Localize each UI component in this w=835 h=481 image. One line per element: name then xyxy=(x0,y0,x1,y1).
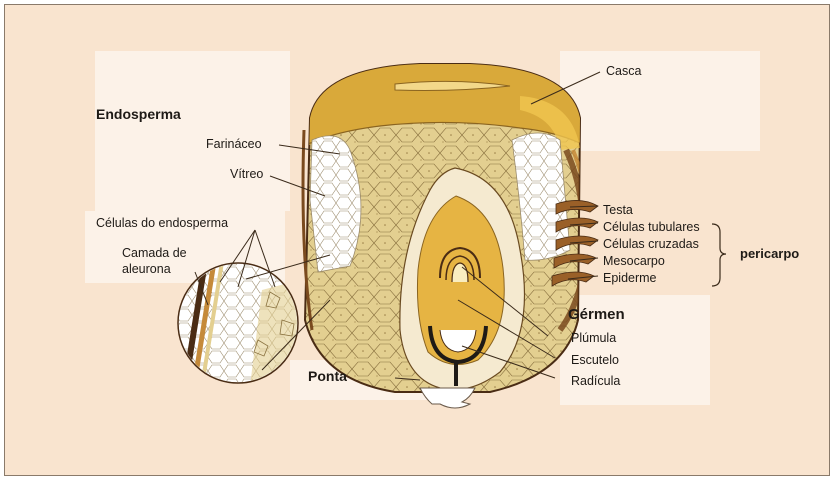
label-epiderme: Epiderme xyxy=(603,272,657,285)
heading-germen: Gérmen xyxy=(568,307,625,322)
label-plumula: Plúmula xyxy=(571,332,616,345)
ponta-tip xyxy=(420,388,475,408)
label-camada-line2: aleurona xyxy=(122,263,171,276)
label-celulas-cruzadas: Células cruzadas xyxy=(603,238,699,251)
label-casca: Casca xyxy=(606,65,641,78)
label-farinaceo: Farináceo xyxy=(206,138,262,151)
label-celulas-tubulares: Células tubulares xyxy=(603,221,700,234)
heading-ponta: Ponta xyxy=(308,369,347,383)
label-mesocarpo: Mesocarpo xyxy=(603,255,665,268)
label-camada-line1: Camada de xyxy=(122,247,187,260)
label-vitreo: Vítreo xyxy=(230,168,263,181)
label-radicula: Radícula xyxy=(571,375,620,388)
heading-pericarpo: pericarpo xyxy=(740,247,799,260)
heading-endosperma: Endosperma xyxy=(96,107,181,121)
label-celulas-endosperma: Células do endosperma xyxy=(96,217,228,230)
label-escutelo: Escutelo xyxy=(571,354,619,367)
pericarpo-brace xyxy=(712,224,726,286)
label-testa: Testa xyxy=(603,204,633,217)
